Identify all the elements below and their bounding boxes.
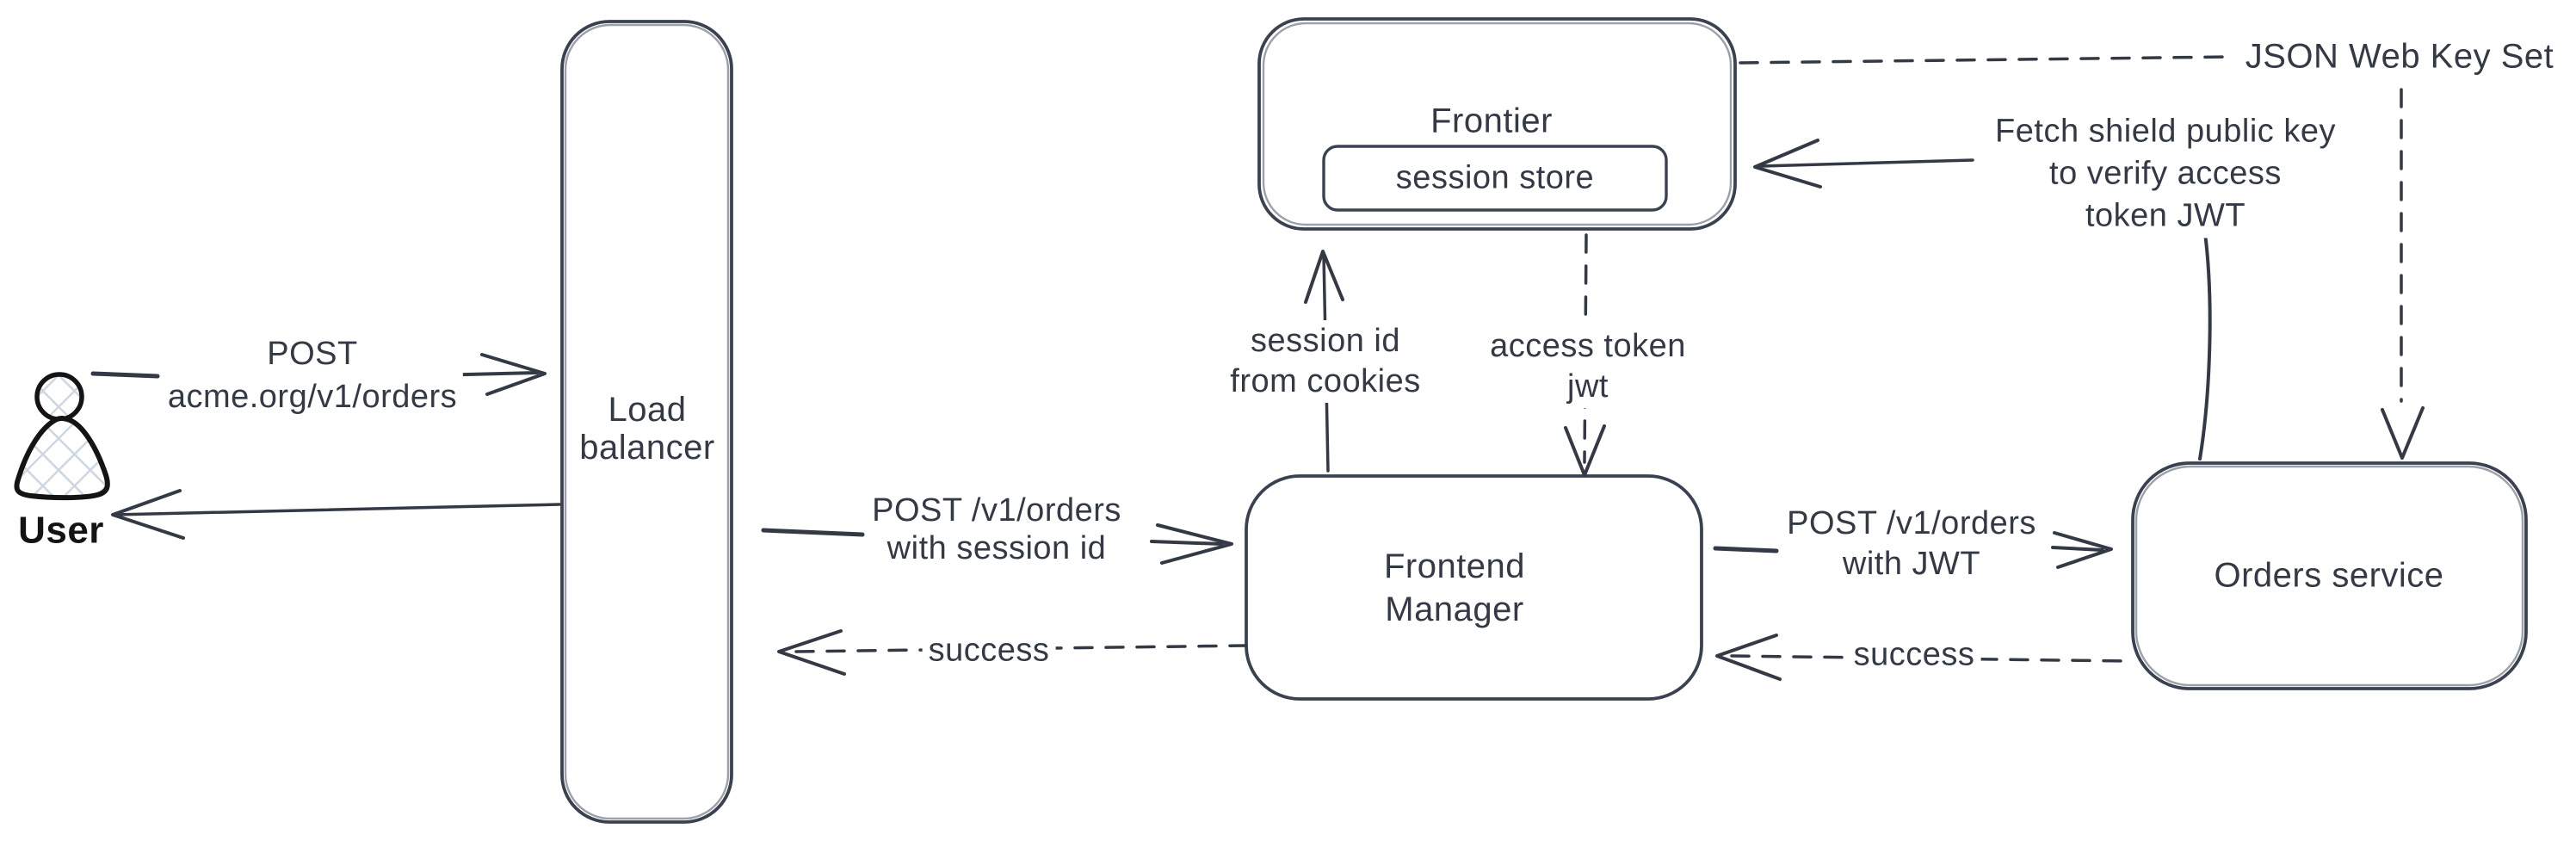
load-balancer-label-line2: balancer bbox=[579, 429, 715, 467]
edge-label-user-to-load-balancer: POST acme.org/v1/orders bbox=[161, 331, 464, 419]
orders-service-label: Orders service bbox=[2214, 556, 2444, 595]
edge-label-lb-to-fm-line1: POST /v1/orders bbox=[872, 492, 1121, 529]
arrow-json-web-key-set-to-orders-service bbox=[2381, 88, 2425, 460]
frontend-manager-label-line2: Manager bbox=[1385, 590, 1524, 628]
load-balancer-box bbox=[560, 20, 733, 824]
edge-label-user-to-load-balancer-line2: acme.org/v1/orders bbox=[167, 379, 458, 415]
edge-label-frontend-manager-to-orders-service: POST /v1/orders with JWT bbox=[1781, 503, 2042, 585]
edge-label-load-balancer-to-frontend-manager: POST /v1/orders with session id bbox=[866, 491, 1127, 568]
edge-label-fm-to-frontier-line2: from cookies bbox=[1230, 363, 1421, 399]
edge-label-frontier-to-fm-line2: jwt bbox=[1567, 368, 1609, 405]
edge-label-fm-to-orders-line1: POST /v1/orders bbox=[1787, 505, 2036, 541]
session-store-box bbox=[1322, 145, 1668, 212]
frontend-manager-label: Frontend Manager bbox=[1378, 544, 1531, 632]
arrow-orders-service-to-frontier bbox=[1753, 139, 2212, 461]
user-label: User bbox=[18, 509, 104, 552]
frontend-manager-label-line1: Frontend bbox=[1383, 547, 1526, 585]
edge-label-orders-service-to-frontend-manager: success bbox=[1847, 634, 1981, 677]
arrow-load-balancer-to-user bbox=[111, 489, 561, 540]
frontend-manager-box bbox=[1245, 474, 1703, 701]
edge-label-fetch-line1: Fetch shield public key bbox=[1995, 113, 2336, 150]
session-store-label: session store bbox=[1395, 159, 1595, 196]
edge-label-frontend-manager-to-load-balancer: success bbox=[922, 629, 1056, 672]
person-icon bbox=[14, 372, 110, 501]
edge-label-user-to-load-balancer-line1: POST bbox=[267, 336, 358, 372]
edge-label-fm-to-frontier-line1: session id bbox=[1251, 323, 1400, 359]
arrow-frontend-manager-to-orders-service bbox=[1713, 531, 2113, 569]
frontier-label: Frontier bbox=[1430, 102, 1553, 140]
orders-service-box bbox=[2131, 461, 2528, 690]
arrow-load-balancer-to-frontend-manager bbox=[761, 523, 1233, 565]
edge-label-frontier-to-fm-line1: access token bbox=[1490, 328, 1686, 364]
edge-label-fm-to-orders-line2: with JWT bbox=[1842, 546, 1981, 582]
load-balancer-label-line1: Load bbox=[608, 391, 687, 429]
edge-label-frontend-manager-to-frontier: session id from cookies bbox=[1224, 320, 1427, 403]
load-balancer-label: Load balancer bbox=[573, 390, 720, 467]
edge-label-fetch-line2: to verify access bbox=[2049, 155, 2282, 192]
json-web-key-set-label: JSON Web Key Set bbox=[2239, 35, 2561, 78]
edge-label-fetch-line3: token JWT bbox=[2085, 197, 2246, 234]
edge-label-lb-to-fm-line2: with session id bbox=[886, 530, 1107, 566]
line-frontier-to-json-web-key-set bbox=[1739, 55, 2233, 65]
edge-label-orders-service-to-frontier: Fetch shield public key to verify access… bbox=[1989, 109, 2342, 238]
edge-label-frontier-to-frontend-manager: access token jwt bbox=[1484, 325, 1692, 408]
arrow-frontier-to-frontend-manager bbox=[1564, 233, 1606, 477]
